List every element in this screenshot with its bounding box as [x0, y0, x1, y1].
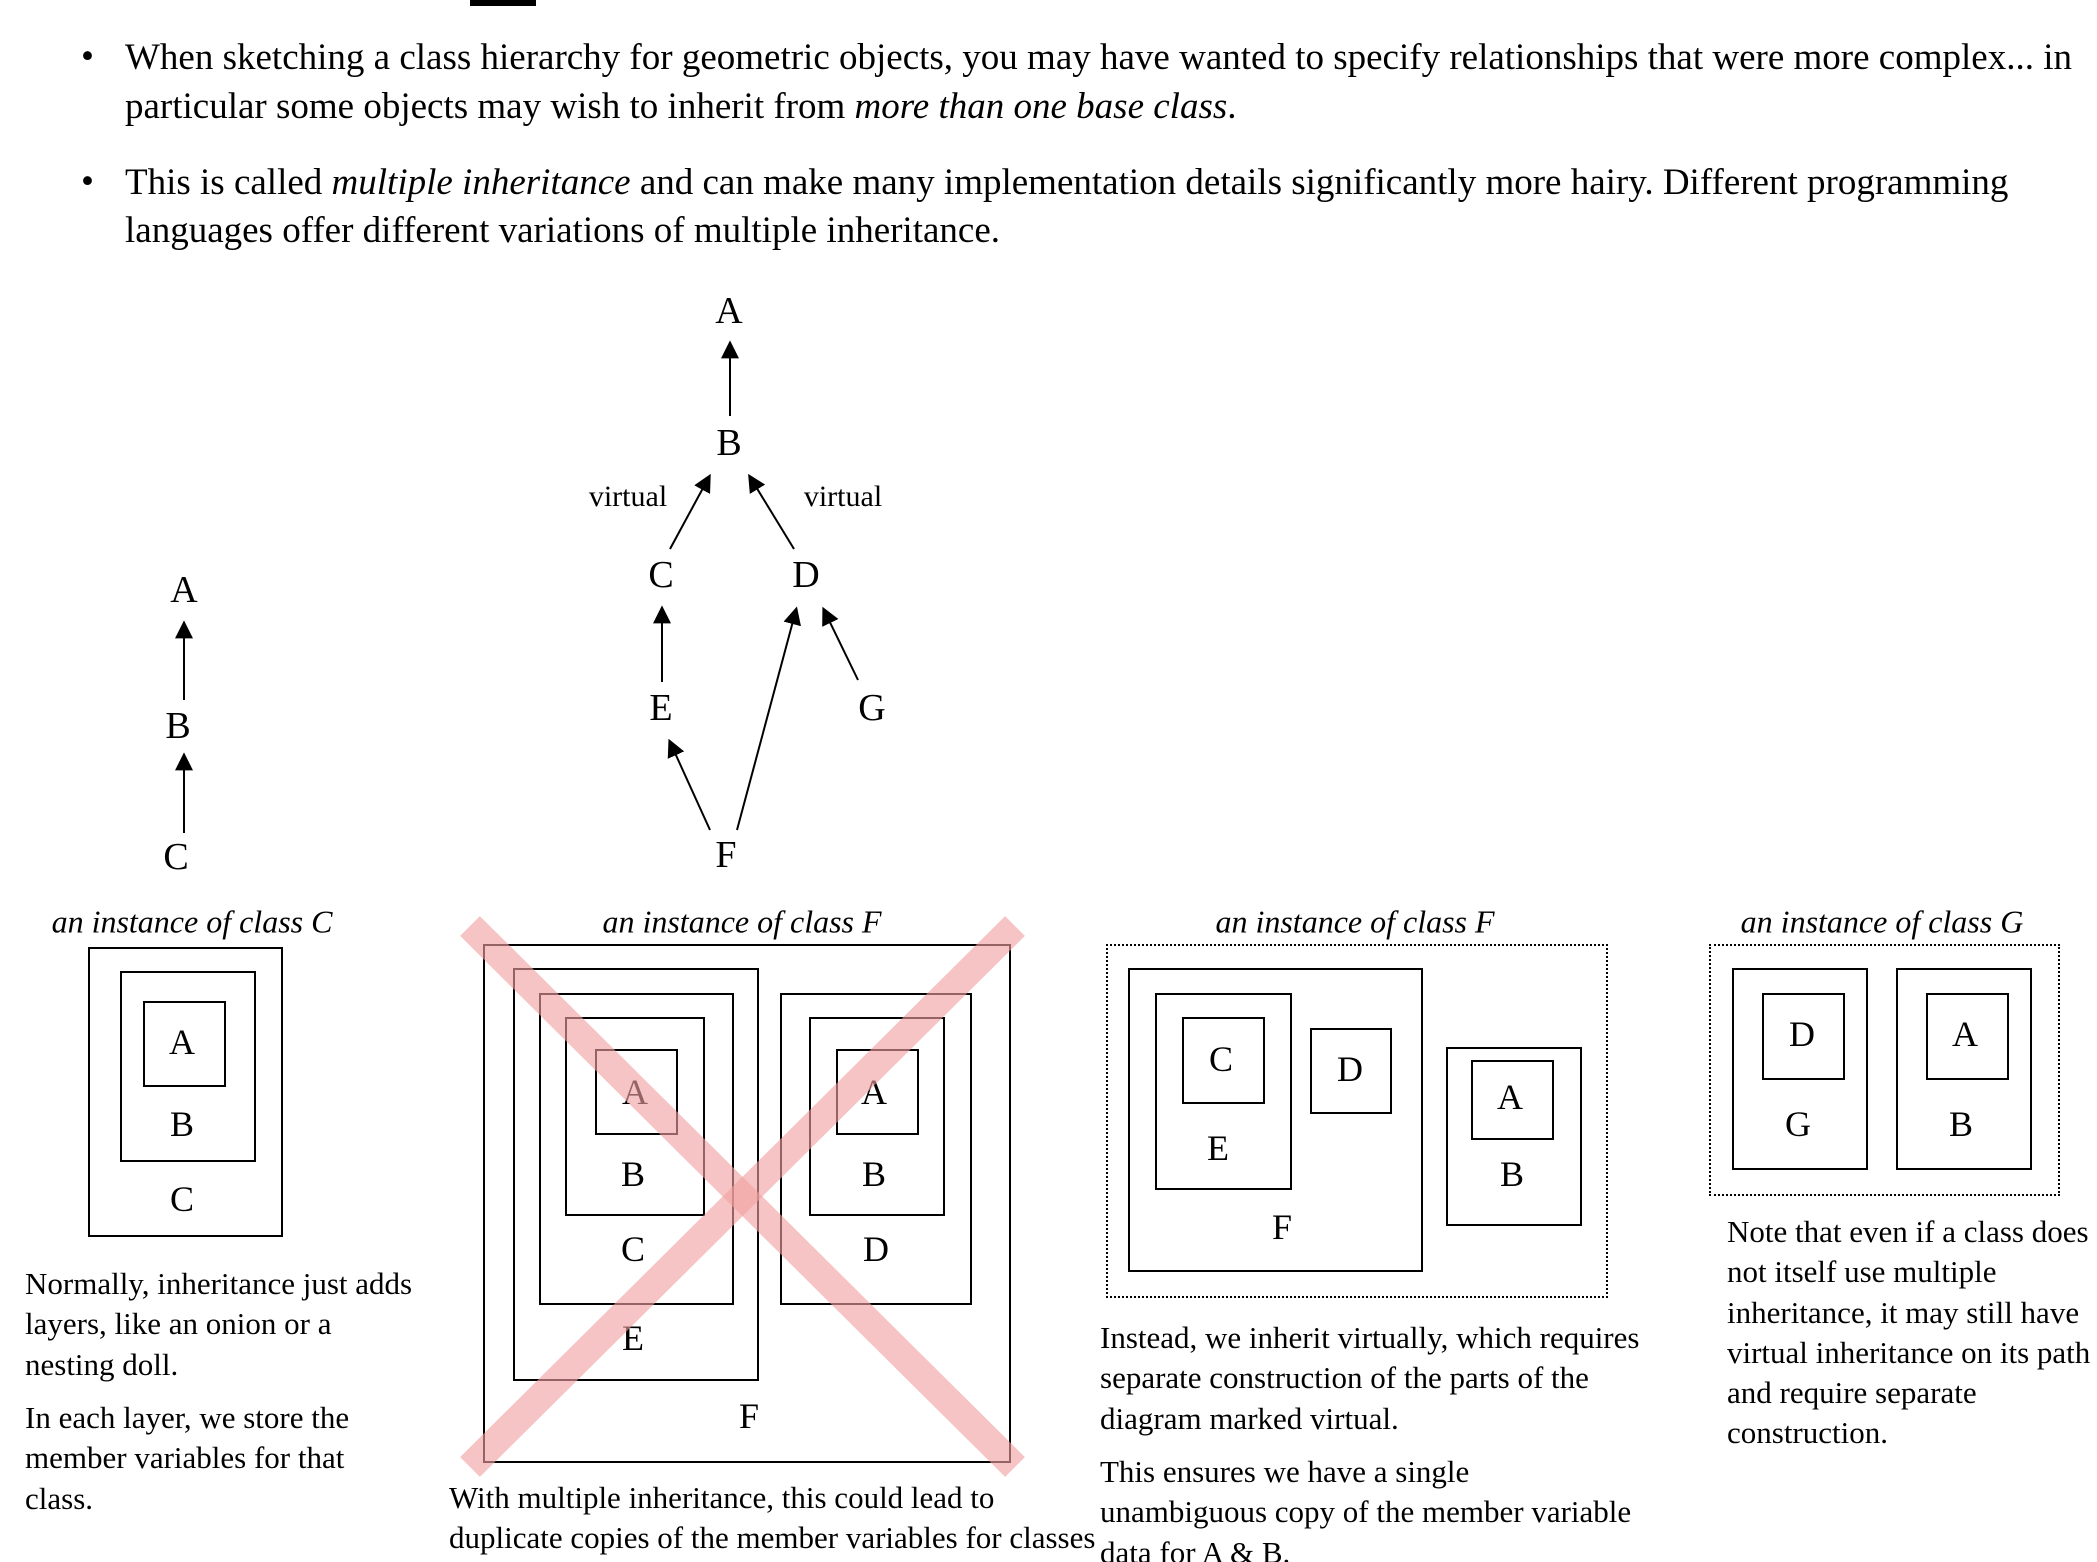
panel-f-virtual-caption-2: This ensures we have a single unambiguou…	[1100, 1454, 1632, 1562]
virtual-label-left: virtual	[588, 480, 668, 513]
panel-c-label-a: A	[169, 1022, 195, 1062]
arrow-d-to-b-virtual	[748, 473, 795, 550]
panel-f-virtual-box-d	[1310, 1028, 1392, 1114]
panel-f-virtual-label-f: F	[1271, 1207, 1293, 1247]
panel-g-label-b: B	[1948, 1104, 1974, 1144]
panel-f-virtual-label-b: B	[1499, 1154, 1525, 1194]
panel-c-label-b: B	[169, 1104, 195, 1144]
diamond-node-b: B	[716, 422, 742, 464]
panel-f-virtual-label-e: E	[1207, 1128, 1229, 1168]
panel-c-title: an instance of class C	[51, 903, 333, 940]
panel-f-duplicate-label-c: C	[620, 1229, 646, 1269]
panel-c-caption-2: In each layer, we store the member varia…	[25, 1400, 350, 1516]
bullet-list: When sketching a class hierarchy for geo…	[81, 33, 2083, 283]
chain-node-a: A	[170, 569, 198, 611]
diamond-node-e: E	[649, 687, 673, 729]
panel-g-caption: Note that even if a class does not itsel…	[1727, 1214, 2091, 1451]
bullet-1-tail: .	[1227, 85, 1237, 127]
panel-f-virtual-box-e	[1155, 993, 1292, 1190]
panel-f-virtual-box-c	[1182, 1017, 1265, 1104]
panel-f-virtual-label-a: A	[1497, 1077, 1523, 1117]
panel-f-virtual-caption-1: Instead, we inherit virtually, which req…	[1100, 1320, 1640, 1436]
panel-f-virtual-dotted-boundary	[1106, 944, 1608, 1298]
bullet-2-tail: and can make many implementation details…	[125, 161, 2009, 252]
arrow-f-to-d	[736, 606, 801, 831]
panel-g-title: an instance of class G	[1740, 903, 2024, 940]
bullet-2-emphasis: multiple inheritance	[331, 161, 631, 203]
panel-c-box-a	[143, 1001, 226, 1087]
virtual-label-right: virtual	[803, 480, 883, 513]
diamond-node-a: A	[715, 290, 743, 332]
panel-g-label-g: G	[1785, 1104, 1811, 1144]
diamond-node-g: G	[858, 687, 886, 729]
panel-g-box-g	[1732, 968, 1868, 1170]
cropped-title-fragment	[470, 0, 536, 6]
bullet-1-text: When sketching a class hierarchy for geo…	[125, 37, 2072, 127]
panel-f-duplicate-label-a-left: A	[622, 1072, 648, 1112]
panel-c-caption-1: Normally, inheritance just adds layers, …	[25, 1266, 413, 1382]
arrow-f-to-e	[667, 738, 711, 831]
diamond-node-d: D	[792, 554, 820, 596]
bullet-2-text: This is called	[125, 161, 332, 203]
panel-c-box-c	[88, 947, 283, 1237]
panel-f-duplicate-label-d: D	[863, 1229, 889, 1269]
bullet-item-1: When sketching a class hierarchy for geo…	[81, 33, 2083, 132]
panel-g-box-d	[1762, 993, 1845, 1080]
panel-g-box-b	[1896, 968, 2032, 1170]
panel-f-duplicate-label-f: F	[738, 1396, 760, 1436]
panel-f-virtual-label-d: D	[1337, 1049, 1363, 1089]
diamond-node-c: C	[648, 554, 674, 596]
panel-g-label-d: D	[1789, 1014, 1815, 1054]
arrow-g-to-d	[822, 606, 859, 681]
bullet-item-2: This is called multiple inheritance and …	[81, 158, 2083, 257]
panel-f-virtual-box-f	[1128, 968, 1423, 1272]
panel-f-virtual-box-b	[1446, 1047, 1582, 1226]
bullet-1-emphasis: more than one base class	[854, 85, 1228, 127]
panel-g-box-a	[1926, 993, 2009, 1080]
arrow-c-to-b-virtual	[669, 473, 711, 550]
panel-c-label-c: C	[169, 1179, 195, 1219]
panel-f-duplicate-label-b-right: B	[861, 1154, 887, 1194]
panel-f-duplicate-label-b-left: B	[620, 1154, 646, 1194]
panel-g-label-a: A	[1952, 1014, 1978, 1054]
chain-node-c: C	[163, 836, 189, 878]
panel-f-virtual-box-a	[1471, 1060, 1554, 1140]
panel-c-box-b	[120, 971, 256, 1162]
diamond-node-f: F	[715, 834, 737, 876]
panel-f-duplicate-label-e: E	[622, 1318, 644, 1358]
panel-f-duplicate-label-a-right: A	[861, 1072, 887, 1112]
chain-node-b: B	[165, 705, 191, 747]
panel-f-duplicate-caption: With multiple inheritance, this could le…	[449, 1480, 1096, 1562]
panel-g-dotted-boundary	[1709, 944, 2060, 1196]
panel-f-virtual-title: an instance of class F	[1215, 903, 1495, 940]
panel-f-virtual-label-c: C	[1208, 1039, 1234, 1079]
panel-f-duplicate-title: an instance of class F	[602, 903, 882, 940]
